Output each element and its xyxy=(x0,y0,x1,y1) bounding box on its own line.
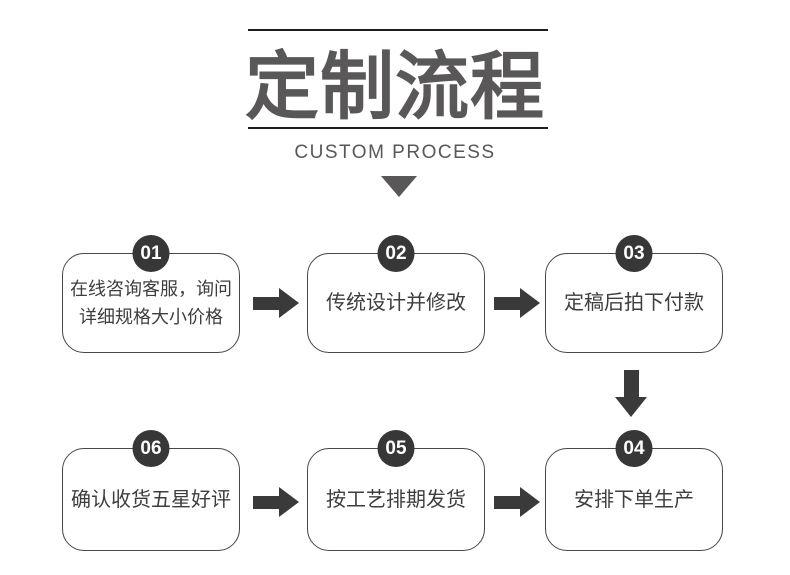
arrow-stem xyxy=(494,296,520,310)
step-number-badge: 04 xyxy=(615,430,653,467)
arrow-right-icon xyxy=(253,487,299,517)
arrow-stem xyxy=(623,370,639,397)
triangle-down-icon xyxy=(381,176,417,197)
step-box-01: 01 在线咨询客服，询问 详细规格大小价格 xyxy=(62,235,240,353)
arrow-down-icon xyxy=(615,370,647,417)
step-box-06: 06 确认收货五星好评 xyxy=(62,430,240,551)
step-box-05: 05 按工艺排期发货 xyxy=(307,430,485,551)
step-box-03: 03 定稿后拍下付款 xyxy=(545,235,723,353)
step-number-badge: 03 xyxy=(615,235,653,272)
step-box-02: 02 传统设计并修改 xyxy=(307,235,485,353)
step-label: 传统设计并修改 xyxy=(326,292,466,314)
step-label: 定稿后拍下付款 xyxy=(564,292,704,314)
page-title: 定制流程 xyxy=(245,44,545,128)
arrow-head xyxy=(279,487,299,517)
step-label: 在线咨询客服，询问 详细规格大小价格 xyxy=(70,279,232,327)
step-label: 按工艺排期发货 xyxy=(326,488,466,511)
arrow-stem xyxy=(253,495,279,509)
step-label: 安排下单生产 xyxy=(574,488,694,511)
arrow-head xyxy=(279,288,299,318)
step-number-badge: 02 xyxy=(377,235,415,272)
step-label: 确认收货五星好评 xyxy=(71,488,231,511)
arrow-right-icon xyxy=(494,288,540,318)
step-box-04: 04 安排下单生产 xyxy=(545,430,723,551)
arrow-stem xyxy=(494,495,520,509)
arrow-head xyxy=(520,487,540,517)
arrow-stem xyxy=(253,296,279,310)
arrow-right-icon xyxy=(494,487,540,517)
arrow-right-icon xyxy=(253,288,299,318)
arrow-head xyxy=(520,288,540,318)
step-number-badge: 05 xyxy=(377,430,415,467)
page-subtitle: CUSTOM PROCESS xyxy=(294,142,496,163)
title-rule-bottom xyxy=(248,127,548,129)
arrow-head xyxy=(615,397,647,417)
title-rule-top xyxy=(248,29,548,31)
step-number-badge: 06 xyxy=(132,430,170,467)
step-number-badge: 01 xyxy=(132,235,170,272)
